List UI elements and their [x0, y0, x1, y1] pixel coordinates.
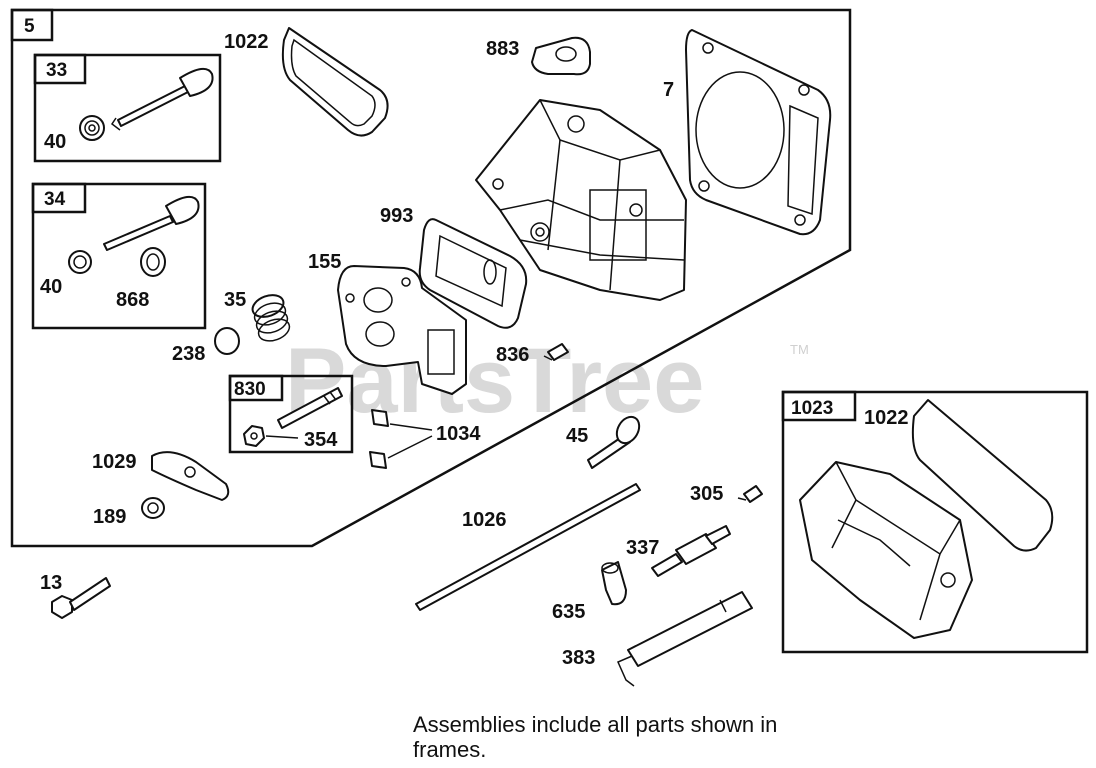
part-label-1022a[interactable]: 1022: [224, 31, 269, 53]
pushrod-part[interactable]: [415, 483, 641, 611]
part-label-45[interactable]: 45: [566, 425, 588, 447]
part-label-354[interactable]: 354: [304, 429, 338, 451]
part-label-635[interactable]: 635: [552, 601, 585, 623]
part-label-1029[interactable]: 1029: [92, 451, 137, 473]
part-label-836[interactable]: 836: [496, 344, 529, 366]
part-label-155[interactable]: 155: [308, 251, 341, 273]
part-label-35[interactable]: 35: [224, 289, 246, 311]
part-label-238[interactable]: 238: [172, 343, 205, 365]
part-label-337[interactable]: 337: [626, 537, 659, 559]
bolt-part[interactable]: [51, 577, 111, 619]
rocker-nut-part[interactable]: [141, 497, 165, 519]
part-label-868[interactable]: 868: [116, 289, 149, 311]
part-label-40b[interactable]: 40: [40, 276, 62, 298]
valve-seal-part-868[interactable]: [140, 247, 166, 277]
spark-plug-part[interactable]: [651, 525, 731, 577]
spark-plug-boot-part[interactable]: [601, 561, 627, 606]
frame-830-label[interactable]: 830: [234, 379, 266, 400]
frame-34-outline: [31, 182, 207, 330]
nut-part-354[interactable]: [243, 425, 299, 447]
part-label-189[interactable]: 189: [93, 506, 126, 528]
valve-spring-part[interactable]: [250, 291, 293, 345]
valve-retainer-part-40a[interactable]: [79, 115, 105, 141]
part-label-1026[interactable]: 1026: [462, 509, 507, 531]
rocker-plate-part[interactable]: [337, 265, 467, 395]
rocker-arm-part[interactable]: [151, 451, 230, 501]
frame-1023-outline: [781, 390, 1089, 654]
rocker-gasket-part[interactable]: [418, 218, 528, 329]
cover-gasket-part[interactable]: [911, 399, 1054, 552]
cylinder-head-part[interactable]: [475, 99, 687, 301]
part-label-993[interactable]: 993: [380, 205, 413, 227]
tappet-part[interactable]: [587, 413, 644, 469]
part-label-383[interactable]: 383: [562, 647, 595, 669]
frame-5: 5: [10, 8, 852, 548]
part-label-1022b[interactable]: 1022: [864, 407, 909, 429]
exhaust-valve-part[interactable]: [103, 195, 200, 251]
assembly-note: Assemblies include all parts shown in fr…: [413, 712, 778, 762]
intake-valve-part[interactable]: [110, 67, 214, 131]
rocker-stud-part[interactable]: [277, 387, 343, 429]
frame-34: 34 40 868: [31, 182, 207, 330]
part-label-883[interactable]: 883: [486, 38, 519, 60]
frame-33-tag: [33, 53, 87, 85]
part-label-40a[interactable]: 40: [44, 131, 66, 153]
frame-34-tag: [31, 182, 87, 214]
valve-retainer-part-40b[interactable]: [68, 250, 92, 274]
frame-5-label[interactable]: 5: [24, 16, 35, 37]
pushrod-guide-part[interactable]: [369, 409, 433, 469]
spark-plug-tool-part[interactable]: [617, 591, 753, 687]
frame-1023-label[interactable]: 1023: [791, 398, 833, 419]
frame-1023: 1023 1022: [781, 390, 1089, 654]
frame-33: 33 40: [33, 53, 222, 163]
frame-34-label[interactable]: 34: [44, 189, 66, 210]
frame-33-label[interactable]: 33: [46, 60, 67, 81]
part-label-305[interactable]: 305: [690, 483, 723, 505]
frame-1023-tag: [781, 390, 857, 422]
valve-cover-part[interactable]: [799, 461, 973, 639]
head-gasket-part[interactable]: [685, 29, 832, 236]
frame-830: 830 354: [228, 374, 354, 454]
part-label-13[interactable]: 13: [40, 572, 62, 594]
part-label-7[interactable]: 7: [663, 79, 674, 101]
screw-part-305[interactable]: [737, 485, 763, 503]
frame-5-outline: [10, 8, 852, 548]
frame-33-outline: [33, 53, 222, 163]
trademark: TM: [790, 342, 809, 357]
frame-5-tag: [10, 8, 54, 42]
frame-830-outline: [228, 374, 354, 454]
valve-cap-part[interactable]: [214, 327, 240, 355]
valve-cover-gasket-part[interactable]: [281, 27, 389, 137]
frame-830-tag: [228, 374, 284, 402]
screw-part-836[interactable]: [543, 343, 569, 361]
intake-gasket-part[interactable]: [531, 36, 591, 76]
part-label-1034[interactable]: 1034: [436, 423, 481, 445]
